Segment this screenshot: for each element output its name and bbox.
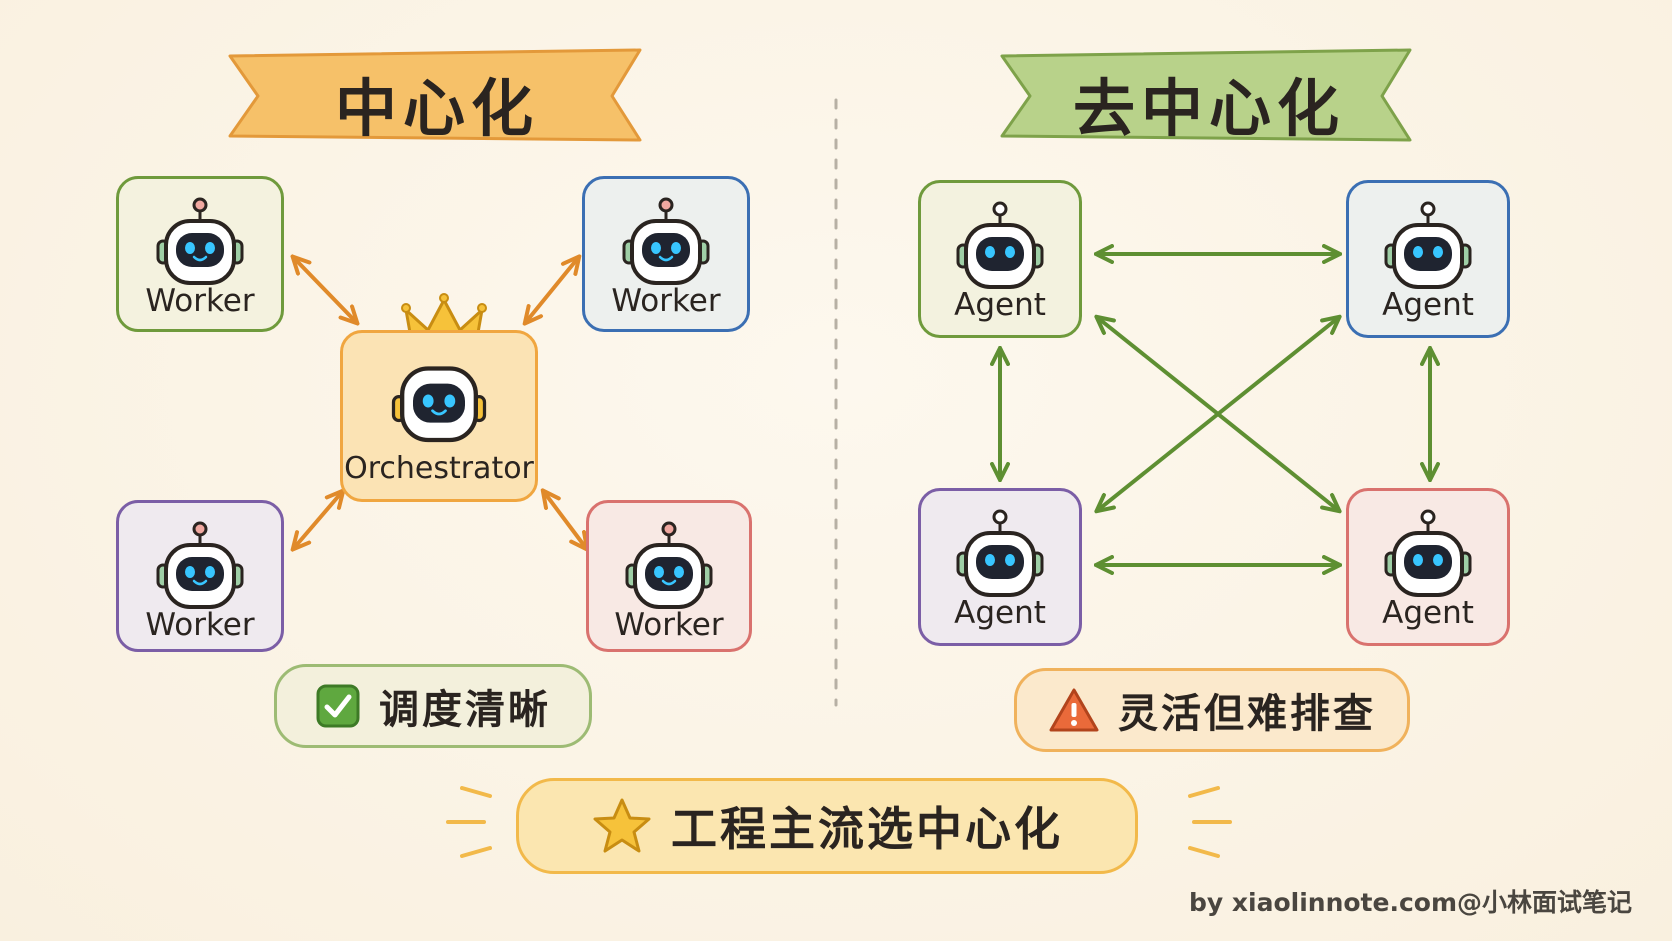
worker-node-top-right: Worker xyxy=(582,176,750,332)
sparkle-right xyxy=(1188,786,1232,858)
robot-icon xyxy=(622,197,710,285)
conclusion-pill: 工程主流选中心化 xyxy=(516,778,1138,874)
agent-label: Agent xyxy=(954,287,1046,323)
summary-left-text: 调度清晰 xyxy=(379,687,551,733)
arrow-orch-worker-tr xyxy=(526,258,578,322)
worker-node-bottom-right: Worker xyxy=(586,500,752,652)
agent-node-bottom-right: Agent xyxy=(1346,488,1510,646)
robot-icon xyxy=(956,201,1044,289)
left-title: 中心化 xyxy=(334,72,539,145)
check-icon xyxy=(316,684,360,728)
worker-label: Worker xyxy=(145,607,255,643)
warning-icon xyxy=(1049,688,1099,732)
orchestrator-node: Orchestrator xyxy=(340,330,538,502)
robot-icon xyxy=(391,366,487,443)
summary-pill-left: 调度清晰 xyxy=(274,664,592,748)
robot-icon xyxy=(956,509,1044,597)
robot-icon xyxy=(1384,201,1472,289)
agent-node-top-left: Agent xyxy=(918,180,1082,338)
worker-label: Worker xyxy=(145,283,255,319)
footer-credit: by xiaolinnote.com@小林面试笔记 xyxy=(1189,888,1632,917)
arrow-agent-diag-2 xyxy=(1098,318,1338,510)
robot-icon xyxy=(1384,509,1472,597)
worker-node-bottom-left: Worker xyxy=(116,500,284,652)
conclusion-text: 工程主流选中心化 xyxy=(671,802,1063,856)
worker-label: Worker xyxy=(614,607,724,643)
ribbon-left-shape xyxy=(228,48,642,142)
ribbon-right-shape xyxy=(1000,48,1412,142)
summary-right-text: 灵活但难排查 xyxy=(1118,691,1376,737)
right-title: 去中心化 xyxy=(1072,72,1345,145)
star-icon xyxy=(593,798,651,853)
arrow-orch-worker-tl xyxy=(294,258,356,322)
agent-label: Agent xyxy=(954,595,1046,631)
robot-icon xyxy=(156,197,244,285)
orchestrator-label: Orchestrator xyxy=(344,451,534,486)
agent-label: Agent xyxy=(1382,595,1474,631)
sparkle-left xyxy=(446,786,492,858)
arrow-orch-worker-bl xyxy=(294,492,342,548)
agent-node-bottom-left: Agent xyxy=(918,488,1082,646)
robot-icon xyxy=(156,521,244,609)
summary-pill-right: 灵活但难排查 xyxy=(1014,668,1410,752)
robot-icon xyxy=(625,521,713,609)
worker-label: Worker xyxy=(611,283,721,319)
agent-node-top-right: Agent xyxy=(1346,180,1510,338)
worker-node-top-left: Worker xyxy=(116,176,284,332)
agent-label: Agent xyxy=(1382,287,1474,323)
arrow-orch-worker-br xyxy=(544,492,586,548)
